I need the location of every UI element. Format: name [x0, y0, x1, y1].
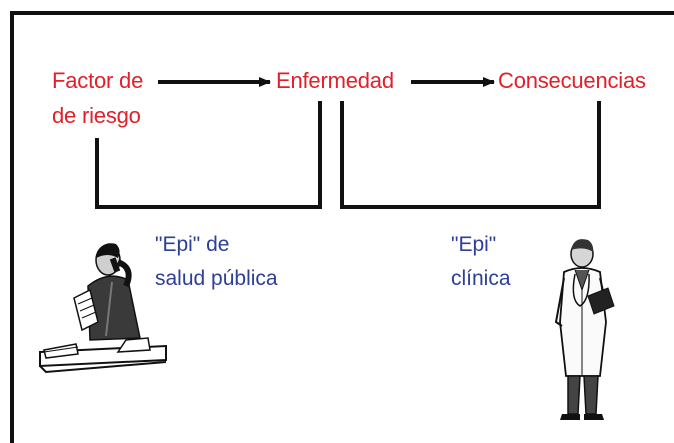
consequences-label: Consecuencias	[498, 68, 646, 93]
diagram-frame	[10, 11, 674, 443]
risk-factor-label-line1: Factor de	[52, 68, 144, 93]
disease-label: Enfermedad	[276, 68, 394, 93]
public-health-label-line1: "Epi" de	[155, 233, 230, 256]
clinical-label-line2: clínica	[451, 267, 511, 290]
office-worker-on-phone-icon	[39, 243, 167, 374]
clinical-bracket	[340, 101, 601, 209]
risk-factor-label-line2: de riesgo	[52, 103, 141, 128]
public-health-bracket	[95, 101, 322, 209]
doctor-with-clipboard-icon	[554, 239, 615, 420]
clinical-label-line1: "Epi"	[451, 233, 497, 256]
public-health-label-line2: salud pública	[155, 267, 278, 290]
